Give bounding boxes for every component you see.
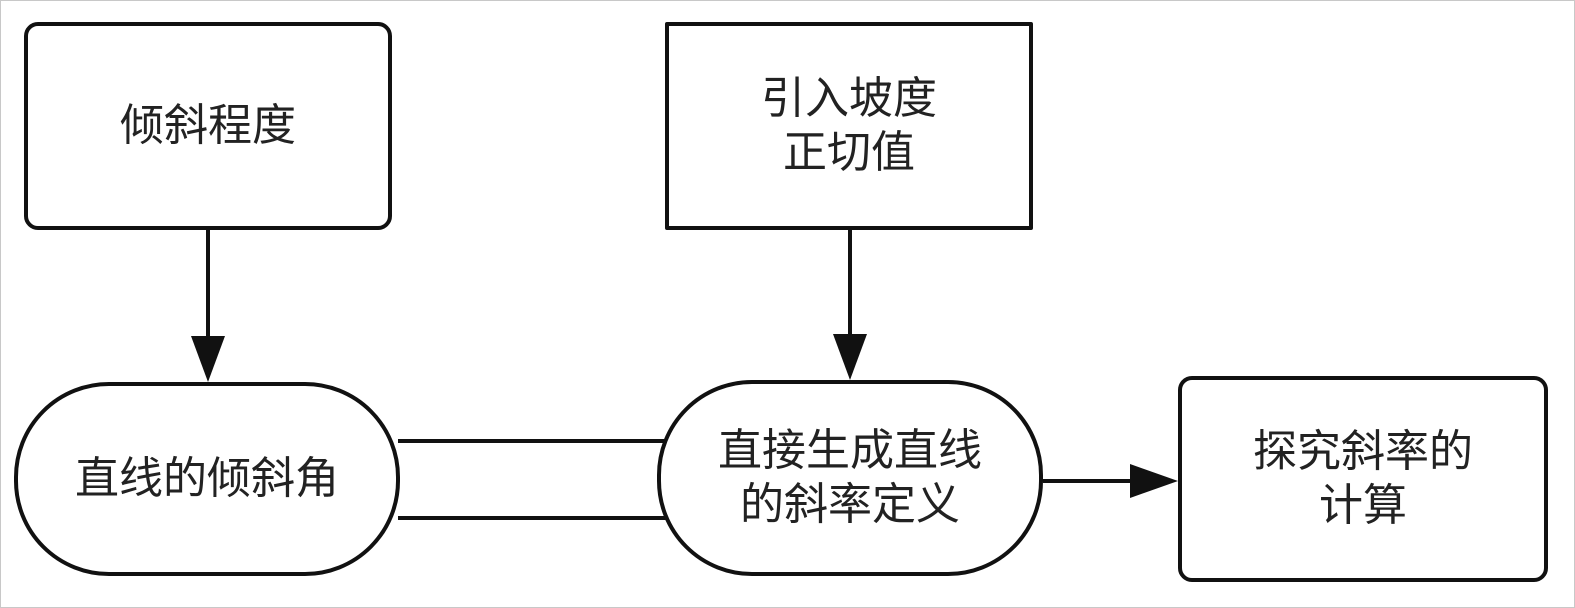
node-tilt-degree: 倾斜程度 (24, 22, 392, 230)
node-slope-tangent: 引入坡度 正切值 (665, 22, 1033, 230)
node-slope-calc: 探究斜率的 计算 (1178, 376, 1548, 582)
node-incline-angle: 直线的倾斜角 (14, 382, 400, 576)
node-slope-definition: 直接生成直线 的斜率定义 (657, 380, 1043, 576)
